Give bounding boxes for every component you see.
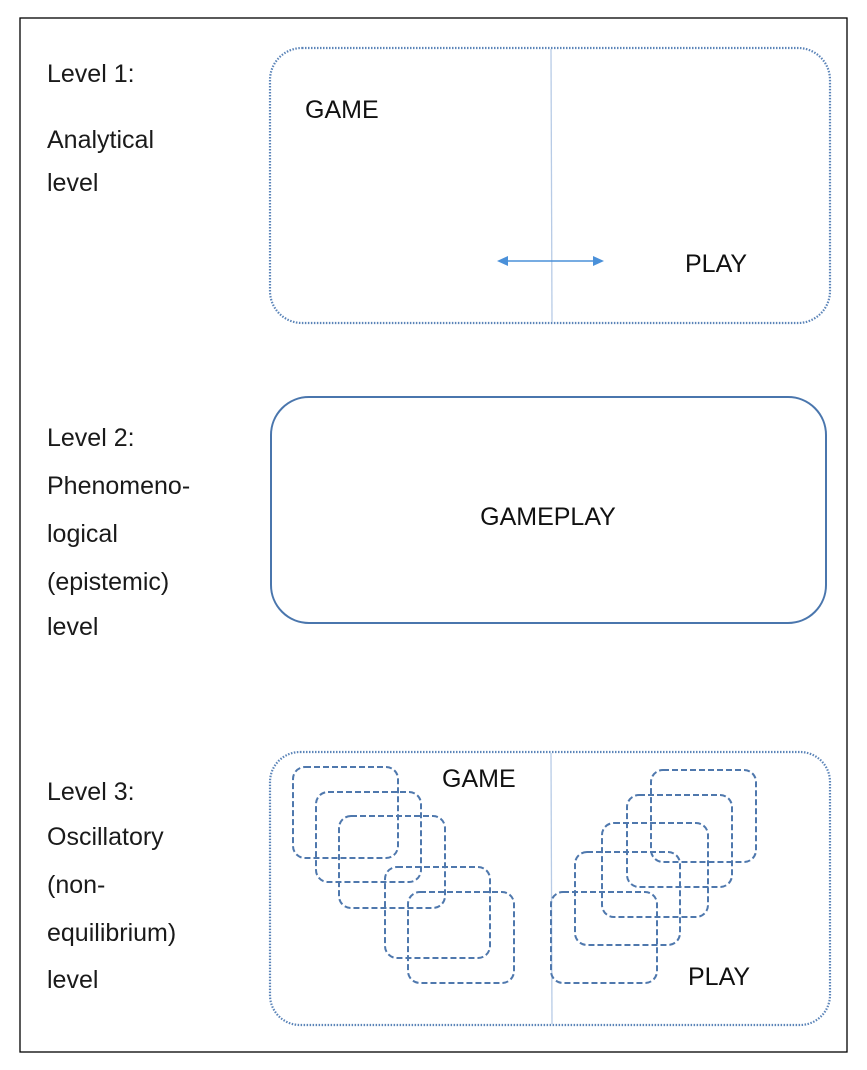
label-line: Level 2: <box>47 424 135 452</box>
play-oscillation-frames <box>550 769 757 984</box>
play-label: PLAY <box>685 250 747 278</box>
label-line: (non- <box>47 871 105 899</box>
level-3-label: Level 3: Oscillatory (non- equilibrium) … <box>47 778 176 994</box>
double-arrow-icon <box>497 256 604 266</box>
divider-line <box>550 752 553 1025</box>
game-label: GAME <box>442 765 516 793</box>
label-line: Analytical <box>47 126 154 154</box>
outer-frame <box>19 17 848 1053</box>
level-1-label: Level 1: Analytical level <box>47 60 154 197</box>
play-label: PLAY <box>688 963 750 991</box>
level-3-box: GAME PLAY <box>268 750 832 1027</box>
gameplay-label: GAMEPLAY <box>480 503 616 531</box>
label-line: Level 3: <box>47 778 135 806</box>
divider-line <box>550 48 553 323</box>
label-line: level <box>47 613 98 641</box>
label-line: equilibrium) <box>47 919 176 947</box>
level-2-label: Level 2: Phenomeno- logical (epistemic) … <box>47 424 190 641</box>
label-line: Oscillatory <box>47 823 164 851</box>
label-line: (epistemic) <box>47 568 169 596</box>
game-label: GAME <box>305 96 379 124</box>
label-line: Phenomeno- <box>47 472 190 500</box>
level-2-box: GAMEPLAY <box>270 396 827 624</box>
level-1-box: GAME PLAY <box>268 46 832 325</box>
label-line: level <box>47 169 98 197</box>
game-oscillation-frames <box>292 766 515 984</box>
label-line: level <box>47 966 98 994</box>
label-line: logical <box>47 520 118 548</box>
label-line: Level 1: <box>47 60 135 88</box>
